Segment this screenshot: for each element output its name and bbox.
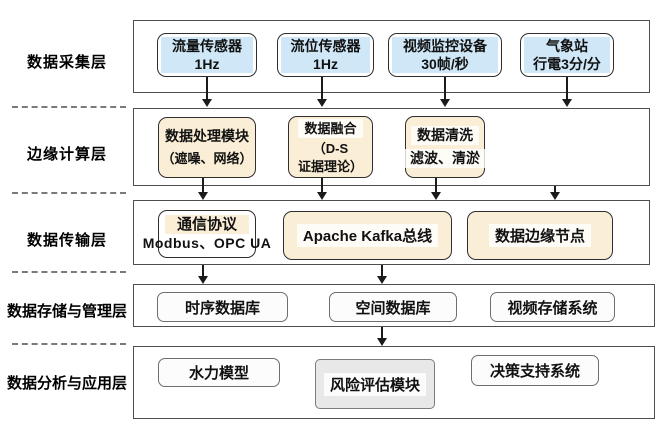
box-level-sensor: 流位传感器 1Hz bbox=[277, 33, 374, 77]
layer-label-edge: 边缘计算层 bbox=[26, 146, 107, 163]
box-line: 水力模型 bbox=[188, 365, 249, 382]
box-flow-sensor-body: 流量传感器 1Hz bbox=[161, 37, 253, 73]
box-line: 通信协议 bbox=[164, 215, 249, 234]
box-line: 视频存储系统 bbox=[507, 299, 598, 317]
box-line: 风险评估模块 bbox=[323, 372, 426, 396]
box-decision-support: 决策支持系统 bbox=[471, 355, 599, 386]
arrow-line bbox=[202, 265, 204, 277]
box-data-processing: 数据处理模块 （遮噪、网络） bbox=[158, 117, 256, 178]
box-hydraulic-model: 水力模型 bbox=[158, 358, 280, 387]
arrow-down-icon bbox=[317, 192, 327, 200]
box-weather-station-body: 气象站 行電3分/分 bbox=[524, 37, 610, 73]
box-video-storage: 视频存储系统 bbox=[490, 292, 615, 322]
box-line: 决策支持系统 bbox=[489, 363, 580, 380]
box-line: 视频监控设备 bbox=[403, 38, 487, 54]
arrow-down-icon bbox=[317, 99, 327, 107]
box-line: 数据融合 bbox=[298, 118, 363, 138]
arrow-down-icon bbox=[377, 276, 387, 284]
arrow-line bbox=[435, 178, 437, 193]
box-flow-sensor: 流量传感器 1Hz bbox=[157, 33, 257, 77]
arrow-line bbox=[321, 77, 323, 100]
arrow-line bbox=[566, 77, 568, 100]
box-line: Apache Kafka总线 bbox=[296, 224, 439, 247]
layer-label-transport: 数据传输层 bbox=[26, 232, 107, 249]
box-line: 空间数据库 bbox=[355, 299, 431, 317]
box-line: 1Hz bbox=[194, 56, 220, 72]
box-timeseries-db: 时序数据库 bbox=[157, 292, 288, 322]
arrow-line bbox=[554, 186, 556, 193]
arrow-line bbox=[444, 77, 446, 100]
box-line: 行電3分/分 bbox=[533, 56, 601, 72]
box-level-sensor-body: 流位传感器 1Hz bbox=[281, 37, 370, 73]
box-comm-protocol: 通信协议 Modbus、OPC UA bbox=[143, 210, 271, 258]
dashed-separator bbox=[12, 192, 126, 194]
arrow-line bbox=[321, 178, 323, 193]
arrow-down-icon bbox=[431, 192, 441, 200]
dashed-separator bbox=[12, 343, 126, 345]
box-line: 数据边缘节点 bbox=[488, 224, 591, 247]
box-line: 流位传感器 bbox=[290, 38, 361, 54]
arrow-down-icon bbox=[198, 276, 208, 284]
layer-label-collection: 数据采集层 bbox=[26, 54, 107, 71]
box-risk-assessment: 风险评估模块 bbox=[315, 359, 435, 409]
arrow-down-icon bbox=[202, 99, 212, 107]
box-line: 数据处理模块 bbox=[165, 128, 249, 144]
box-line: 时序数据库 bbox=[184, 299, 260, 317]
box-kafka-bus: Apache Kafka总线 bbox=[283, 211, 452, 260]
arrow-down-icon bbox=[562, 99, 572, 107]
box-data-cleaning: 数据清洗 滤波、清淤 bbox=[404, 116, 486, 178]
arrow-down-icon bbox=[550, 192, 560, 200]
dashed-separator bbox=[12, 271, 126, 273]
box-edge-node: 数据边缘节点 bbox=[467, 211, 613, 260]
arrow-line bbox=[381, 265, 383, 277]
box-spatial-db: 空间数据库 bbox=[329, 292, 457, 322]
box-line: （D-S bbox=[312, 140, 349, 156]
box-weather-station: 气象站 行電3分/分 bbox=[520, 33, 614, 77]
box-line: 滤波、清淤 bbox=[404, 149, 486, 169]
arrow-down-icon bbox=[377, 338, 387, 346]
box-line: 30帧/秒 bbox=[421, 56, 469, 72]
arrow-down-icon bbox=[198, 192, 208, 200]
box-line: 气象站 bbox=[546, 38, 588, 54]
arrow-line bbox=[206, 77, 208, 100]
box-line: 数据清洗 bbox=[411, 125, 479, 145]
arrow-line bbox=[202, 178, 204, 193]
arrow-line bbox=[381, 327, 383, 339]
box-line: 流量传感器 bbox=[172, 38, 242, 54]
box-video-device-body: 视频监控设备 30帧/秒 bbox=[392, 37, 498, 73]
layer-label-analysis: 数据分析与应用层 bbox=[6, 375, 127, 392]
box-line: （遮噪、网络） bbox=[161, 151, 253, 166]
arrow-down-icon bbox=[440, 99, 450, 107]
box-line: 证据理论） bbox=[297, 159, 363, 175]
box-line: Modbus、OPC UA bbox=[142, 235, 272, 251]
layer-label-storage: 数据存储与管理层 bbox=[6, 303, 127, 320]
box-data-fusion: 数据融合 （D-S 证据理论） bbox=[288, 116, 373, 178]
dashed-separator bbox=[12, 106, 126, 108]
box-line: 1Hz bbox=[313, 56, 338, 72]
box-video-device: 视频监控设备 30帧/秒 bbox=[388, 33, 502, 77]
